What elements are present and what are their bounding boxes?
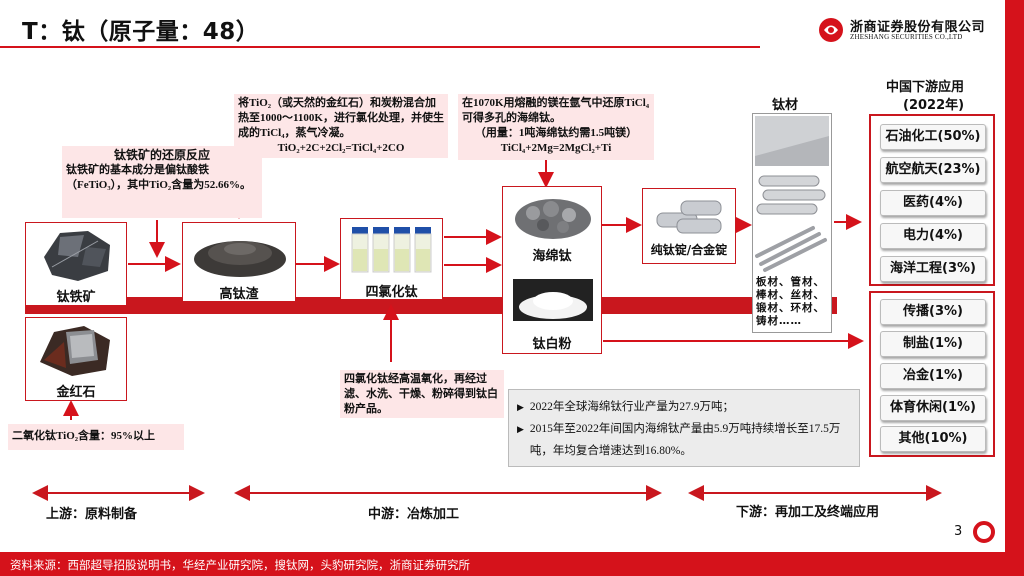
info-bullet: ▶ 2015年至2022年间国内海绵钛产量由5.9万吨持续增长至17.5万吨，年均… [517,418,851,462]
rutile-label: 金红石 [56,385,96,400]
node-rutile: 金红石 [25,317,127,401]
note-mg-reduction: 在1070K用熔融的镁在氩气中还原TiCl₄可得多孔的海绵钛。 （用量：1吨海绵… [458,94,654,160]
reduction-body: 钛铁矿的基本成分是偏钛酸铁（FeTiO₃），其中TiO₂含量为52.66%。 [66,164,251,191]
title-underline [0,46,760,48]
node-high-ti-slag: 高钛渣 [182,222,296,302]
ti-bar-image [755,226,827,272]
ti-material-types: 板材、管材、棒材、丝材、锻材、环材、铸材…… [756,276,825,327]
node-ilmenite: 钛铁矿 [25,222,127,306]
right-accent-strip [1005,0,1024,576]
downstream-year: (2022年) [903,98,965,113]
page-ring-icon [973,521,995,543]
note-oxidation: 四氯化钛经高温氧化，再经过滤、水洗、干燥、粉碎得到钛白粉产品。 [340,370,504,418]
triangle-bullet-icon: ▶ [517,424,524,434]
ticl4-vials-image [351,227,432,273]
info-text: 2015年至2022年间国内海绵钛产量由5.9万吨持续增长至17.5万吨，年均复… [529,423,841,457]
rutile-image [40,326,110,376]
page-number: 3 [954,524,963,539]
node-sponge-and-tiwhite: 海绵钛 钛白粉 [502,186,602,354]
ticl4-label: 四氯化钛 [365,285,418,300]
stage-midstream: 中游：冶炼加工 [368,507,460,522]
chlorination-equation: TiO₂+2C+2Cl₂=TiCl₄+2CO [277,142,405,154]
stage-downstream: 下游：再加工及终端应用 [736,505,880,520]
app-broadcast: 传播(3%) [880,299,986,325]
note-rutile-content: 二氧化钛TiO₂含量：95%以上 [8,424,184,450]
app-metallurgy: 冶金(1%) [880,363,986,389]
chlorination-text: 将TiO₂（或天然的金红石）和炭粉混合加热至1000～1100K，进行氯化处理，… [238,97,444,139]
company-logo-icon [819,18,843,42]
ilmenite-label: 钛铁矿 [56,290,96,305]
ilmenite-image [44,231,110,281]
app-medical: 医药(4%) [880,190,986,216]
downstream-group-minor [869,291,995,457]
stage-upstream: 上游：原料制备 [46,507,138,522]
note-chlorination: 将TiO₂（或天然的金红石）和炭粉混合加热至1000～1100K，进行氯化处理，… [234,94,448,158]
sponge-titanium-image [515,199,591,239]
sponge-ti-label: 海绵钛 [532,249,572,264]
triangle-bullet-icon: ▶ [517,402,524,412]
mg-equation: TiCl₄+2Mg=2MgCl₂+Ti [500,142,612,154]
app-salt: 制盐(1%) [880,331,986,357]
app-other: 其他(10%) [880,426,986,452]
mg-usage: （用量：1吨海绵钛约需1.5吨镁） [474,127,638,139]
app-sports: 体育休闲(1%) [880,395,986,421]
app-aerospace: 航空航天(23%) [880,157,986,183]
company-name-en: ZHESHANG SECURITIES CO.,LTD [850,33,963,41]
downstream-group-major [869,114,995,286]
node-ticl4: 四氯化钛 [340,218,443,300]
mg-reduction-text: 在1070K用熔融的镁在氩气中还原TiCl₄可得多孔的海绵钛。 [462,97,650,124]
app-petrochemical: 石油化工(50%) [880,124,986,150]
ti-white-label: 钛白粉 [532,337,572,352]
node-ingot: 纯钛锭/合金锭 [642,188,736,264]
reduction-title: 钛铁矿的还原反应 [113,148,210,162]
info-box: ▶ 2022年全球海绵钛行业产量为27.9万吨； ▶ 2015年至2022年间国内海… [508,389,860,467]
info-text: 2022年全球海绵钛行业产量为27.9万吨； [529,401,735,413]
ti-sheet-image [755,116,829,166]
company-name-cn: 浙商证券股份有限公司 [850,20,986,35]
ingot-label: 纯钛锭/合金锭 [650,243,728,257]
ingot-image [656,200,722,234]
slag-label: 高钛渣 [219,287,259,302]
titanium-white-image [513,279,593,321]
note-reduction: 钛铁矿的还原反应 钛铁矿的基本成分是偏钛酸铁（FeTiO₃），其中TiO₂含量为… [62,146,262,218]
slag-powder-image [194,241,286,277]
page-title: T：钛（原子量：48） [22,19,260,45]
app-marine: 海洋工程(3%) [880,256,986,282]
ti-tube-image [756,175,826,215]
app-power: 电力(4%) [880,223,986,249]
footer-bar [0,552,1005,576]
source-note: 资料来源：西部超导招股说明书，华经产业研究院，搜钛网，头豹研究院，浙商证券研究所 [10,558,470,572]
downstream-title: 中国下游应用 [886,80,965,95]
info-bullet: ▶ 2022年全球海绵钛行业产量为27.9万吨； [517,396,851,418]
ti-material-title: 钛材 [772,98,799,113]
ti-material-panel [752,113,832,333]
